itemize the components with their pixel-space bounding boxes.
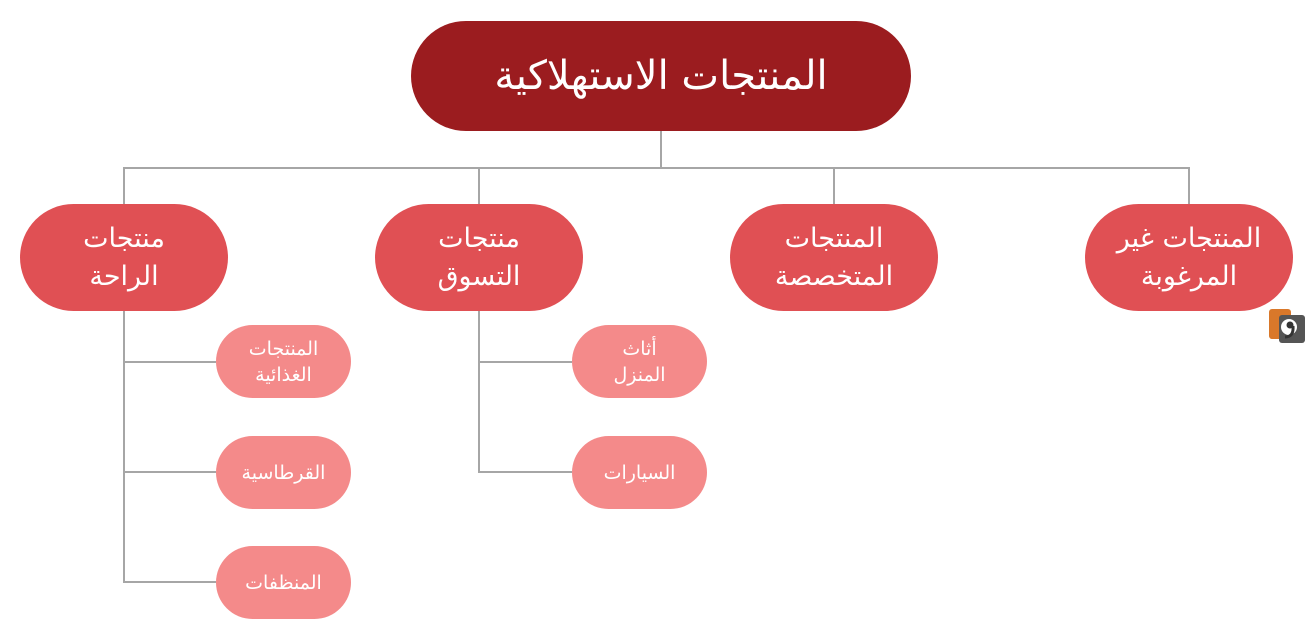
category-label: المنتجات غير المرغوبة — [1116, 222, 1262, 292]
subcategory-cars: السيارات — [572, 436, 707, 509]
category-label: منتجات التسوق — [437, 222, 521, 292]
subcategory-cleaners: المنظفات — [216, 546, 351, 619]
subcategory-label: المنتجات الغذائية — [248, 337, 319, 386]
connector — [478, 311, 480, 473]
subcategory-label: السيارات — [603, 461, 676, 484]
connector — [478, 361, 572, 363]
subcategory-label: القرطاسية — [241, 461, 326, 484]
category-specialty: المنتجات المتخصصة — [730, 204, 938, 311]
connector — [123, 311, 125, 583]
connector — [123, 471, 216, 473]
connector — [478, 471, 572, 473]
subcategory-label: أثاث المنزل — [613, 337, 666, 386]
camera-logo-icon — [1269, 309, 1305, 343]
subcategory-stationery: القرطاسية — [216, 436, 351, 509]
connector — [1188, 167, 1190, 204]
connector — [123, 361, 216, 363]
subcategory-furniture: أثاث المنزل — [572, 325, 707, 398]
category-convenience: منتجات الراحة — [20, 204, 228, 311]
root-node: المنتجات الاستهلاكية — [411, 21, 911, 131]
category-label: منتجات الراحة — [83, 222, 165, 292]
connector — [123, 581, 216, 583]
subcategory-food: المنتجات الغذائية — [216, 325, 351, 398]
connector — [660, 131, 662, 169]
category-shopping: منتجات التسوق — [375, 204, 583, 311]
root-label: المنتجات الاستهلاكية — [494, 53, 828, 99]
category-label: المنتجات المتخصصة — [774, 222, 894, 292]
connector — [123, 167, 1190, 169]
connector — [833, 167, 835, 204]
category-unsought: المنتجات غير المرغوبة — [1085, 204, 1293, 311]
connector — [123, 167, 125, 204]
connector — [478, 167, 480, 204]
subcategory-label: المنظفات — [245, 571, 322, 594]
